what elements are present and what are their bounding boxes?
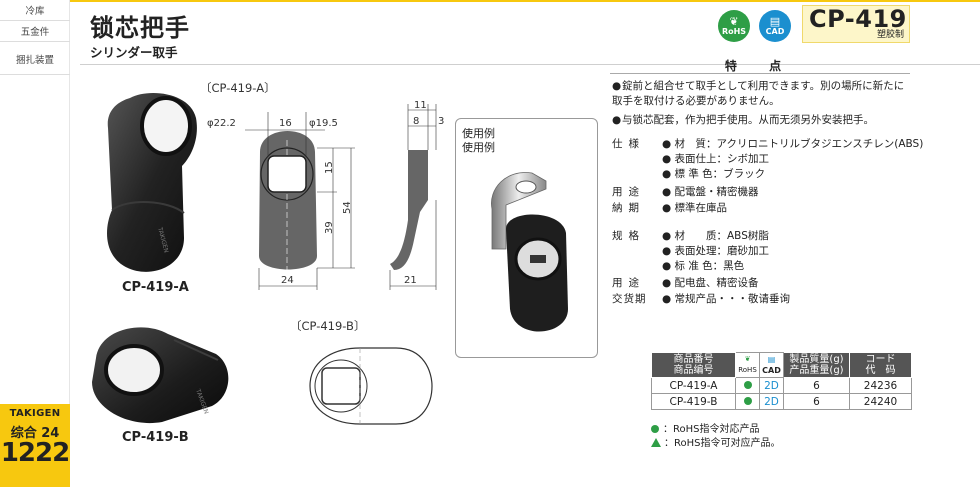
front-drawing-a: φ22.2 16 φ19.5 15 39 54 24 [207,112,355,290]
usage-title-cn: 使用例 [462,141,495,154]
dim-thickness-8: 8 [413,116,419,127]
dim-height-39: 39 [324,221,335,234]
product-label-a: CP-419-A [122,280,189,295]
spec-label: 用途 [612,186,645,198]
rohs-dot-icon [651,425,659,433]
spec-value: ● 配电盘、精密设备 [662,277,759,289]
spec-value: ● 材 质：ABS树脂 [662,230,769,242]
spec-label: 納期 [612,202,645,214]
product-label-b: CP-419-B [122,430,189,445]
col-code: コード代 码 [849,352,912,378]
dim-width-21: 21 [404,275,417,286]
dim-diameter-19: φ19.5 [309,118,338,129]
features-title: 特 点 [724,59,796,73]
table-row[interactable]: CP-419-A 2D 6 24236 [651,377,912,394]
bullet-icon: ● [612,114,622,126]
features-divider [610,73,910,74]
spec-label: 用途 [612,277,645,289]
feature-cn: ●与锁芯配套，作为把手使用。从而无须另外安装把手。 [612,113,912,128]
spec-value: ● 標準在庫品 [662,202,727,214]
product-photo-a: TAKIGEN [107,92,197,272]
dim-width-24: 24 [281,275,294,286]
header-band [70,0,980,2]
page-title: 锁芯把手 [90,14,190,42]
col-part-number: 商品番号商品编号 [651,352,736,378]
side-drawing-a: 11 8 3 21 [389,100,444,290]
legend-rohs-available: ：RoHS指令可对应产品。 [651,434,780,449]
col-mass: 製品質量(g)产品重量(g) [783,352,850,378]
rohs-badge: ❦ RoHS [718,10,750,42]
front-drawing-b [309,347,433,425]
cell-mass: 6 [783,377,850,394]
page-number: 1222 [0,438,70,468]
dim-width-16: 16 [279,118,292,129]
col-rohs: ❦RoHS [735,352,760,378]
sidebar-item-hardware[interactable]: 五金件 [0,21,70,42]
spec-value: ● 標 準 色：ブラック [662,168,766,180]
document-icon: ▤ [769,15,781,28]
dim-height-54: 54 [342,201,353,214]
leaf-icon: ❦ [744,355,751,363]
drawing-label-a: 〔CP-419-A〕 [200,81,276,95]
cad-badge: ▤ CAD [759,10,791,42]
table-header-row: 商品番号商品编号 ❦RoHS ▤CAD 製品質量(g)产品重量(g) コード代 … [651,352,912,378]
col-cad: ▤CAD [759,352,784,378]
tab-brand: TAKIGEN [9,408,61,419]
part-number-box: CP-419 塑胶制 [802,5,910,43]
spec-label: 仕様 [612,138,645,150]
page-subtitle: シリンダー取手 [90,45,178,60]
part-number: CP-419 [809,5,907,33]
product-photo-b: TAKIGEN [92,327,229,424]
dim-thickness-3: 3 [438,116,444,127]
cell-cad[interactable]: 2D [759,393,784,410]
cell-part-number: CP-419-B [651,393,736,410]
legend-rohs-compliant: ：RoHS指令対応产品 [651,420,759,435]
cad-badge-label: CAD [765,27,785,36]
usage-illustration [491,172,568,332]
cell-rohs [735,393,760,410]
cell-mass: 6 [783,393,850,410]
rohs-badge-label: RoHS [721,27,747,36]
product-table: 商品番号商品编号 ❦RoHS ▤CAD 製品質量(g)产品重量(g) コード代 … [651,352,912,410]
page-tab: TAKIGEN 综合 24 1222 [0,404,70,487]
usage-example-box: 使用例 使用例 [455,118,598,358]
material-note: 塑胶制 [876,30,904,40]
spec-value: ● 表面仕上：シボ加工 [662,153,769,165]
title-divider [80,64,980,65]
spec-label: 交货期 [612,293,647,305]
cell-rohs [735,377,760,394]
usage-title-jp: 使用例 [462,127,495,140]
spec-label: 规格 [612,230,645,242]
rohs-dot-icon [743,396,752,405]
sidebar: 冷库 五金件 捆扎装置 TAKIGEN 综合 24 1222 [0,0,70,487]
spec-value: ● 标 准 色：黑色 [662,260,745,272]
tab-volume: 综合 24 [10,426,60,441]
dim-thickness-11: 11 [414,100,427,111]
document-icon: ▤ [767,355,776,364]
drawing-label-b: 〔CP-419-B〕 [290,319,366,333]
rohs-dot-icon [743,380,752,389]
feature-jp-text: 錠前と組合せて取手として利用できます。別の場所に新たに取手を取付ける必要がありま… [612,80,905,107]
rohs-triangle-icon [651,438,661,447]
cell-cad[interactable]: 2D [759,377,784,394]
table-row[interactable]: CP-419-B 2D 6 24240 [651,393,912,410]
feature-jp: ●錠前と組合せて取手として利用できます。別の場所に新たに取手を取付ける必要があり… [612,79,912,109]
leaf-icon: ❦ [729,15,739,28]
sidebar-nav: 冷库 五金件 捆扎装置 [0,0,70,75]
spec-value: ● 表面处理：磨砂加工 [662,245,769,257]
cell-part-number: CP-419-A [651,377,736,394]
cell-code: 24240 [849,393,912,410]
dim-diameter-22: φ22.2 [207,118,236,129]
dim-height-15: 15 [324,161,335,174]
sidebar-item-cold-storage[interactable]: 冷库 [0,0,70,21]
cell-code: 24236 [849,377,912,394]
sidebar-item-binding-device[interactable]: 捆扎装置 [0,42,70,75]
bullet-icon: ● [612,80,622,92]
feature-cn-text: 与锁芯配套，作为把手使用。从而无须另外安装把手。 [622,114,874,126]
spec-value: ● 常规产品・・・敬请垂询 [662,293,790,305]
spec-value: ● 配電盤・精密機器 [662,186,759,198]
spec-value: ● 材 質：アクリロニトリルブタジエンスチレン(ABS) [662,138,924,150]
